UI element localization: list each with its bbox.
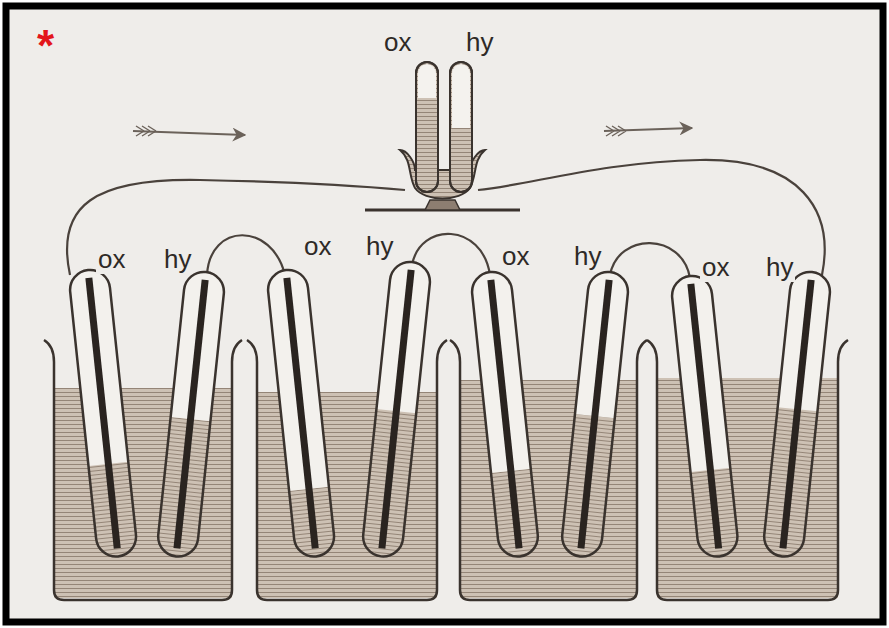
current-arrow: [133, 126, 692, 136]
electrode-label: ox: [96, 245, 127, 274]
gas-tube: [68, 260, 832, 559]
electrode-label: hy: [464, 28, 495, 57]
voltameter: [365, 62, 520, 210]
marker-symbol: *: [35, 22, 56, 70]
electrode-label: ox: [500, 242, 531, 271]
electrode-label: ox: [700, 253, 731, 282]
electrode-label: hy: [572, 242, 603, 271]
electrode-label: ox: [302, 232, 333, 261]
electrode-label: ox: [382, 28, 413, 57]
electrode-label: hy: [764, 253, 795, 282]
electrode-label: hy: [364, 232, 395, 261]
electrode-label: hy: [162, 245, 193, 274]
